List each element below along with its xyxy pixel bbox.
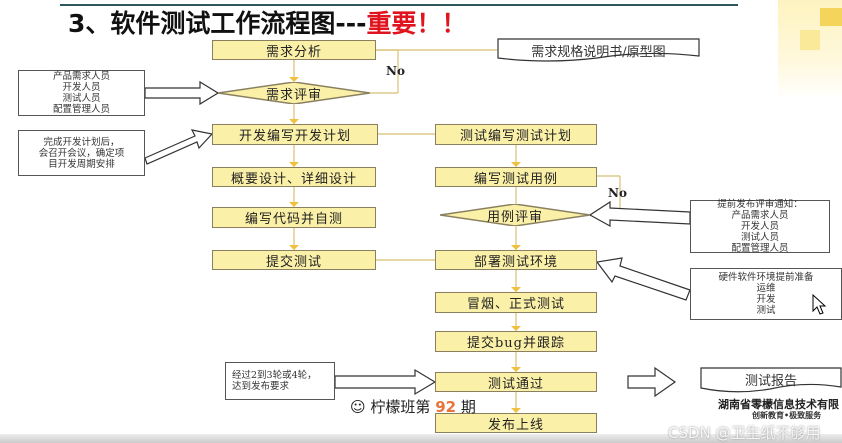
note-dev-plan: 完成开发计划后，会召开会议，确定项目开发周期安排 [18, 130, 145, 176]
class-label: ☺ 柠檬班第 92 期 [350, 398, 476, 416]
flow-step-test-cases: 编写测试用例 [435, 167, 597, 187]
decorative-square [820, 8, 842, 26]
decorative-square [800, 30, 820, 50]
flow-step-requirement-analysis: 需求分析 [212, 40, 376, 60]
decision-requirement-review: 需求评审 [218, 82, 370, 104]
decision-case-review: 用例评审 [440, 204, 590, 226]
flow-step-submit-test: 提交测试 [212, 250, 376, 270]
document-spec: 需求规格说明书/原型图 [497, 38, 700, 64]
mouse-cursor-icon [812, 294, 827, 315]
flow-step-dev-plan: 开发编写开发计划 [212, 124, 378, 145]
no-label: No [386, 64, 405, 78]
document-test-report: 测试报告 [700, 367, 842, 395]
note-case-review: 提前发布评审通知：产品需求人员开发人员测试人员配置管理人员 [690, 199, 830, 254]
flow-step-smoke-test: 冒烟、正式测试 [435, 292, 597, 313]
note-env: 硬件软件环境提前准备运维开发测试 [690, 268, 842, 320]
bottom-bar [0, 434, 842, 443]
company-slogan: 创新教育•极致服务 [752, 411, 822, 420]
flow-step-submit-bug: 提交bug并跟踪 [435, 331, 597, 352]
flow-step-release: 发布上线 [435, 413, 597, 433]
flow-step-coding: 编写代码并自测 [212, 207, 376, 228]
csdn-watermark: CSDN @卫生纸不够用 [668, 424, 821, 442]
page-title: 3、软件测试工作流程图---重要！！ [68, 9, 467, 38]
note-rounds: 经过2到3轮或4轮，达到发布要求 [225, 362, 335, 400]
flow-step-test-passed: 测试通过 [435, 372, 597, 392]
flow-step-design: 概要设计、详细设计 [212, 167, 376, 187]
flow-step-deploy-env: 部署测试环境 [435, 250, 597, 270]
title-underline [60, 4, 738, 6]
no-label: No [608, 186, 627, 200]
note-review-people: 产品需求人员开发人员测试人员配置管理人员 [18, 70, 145, 116]
company-name: 湖南省零檬信息技术有限 [718, 398, 839, 411]
flow-step-test-plan: 测试编写测试计划 [435, 124, 597, 145]
